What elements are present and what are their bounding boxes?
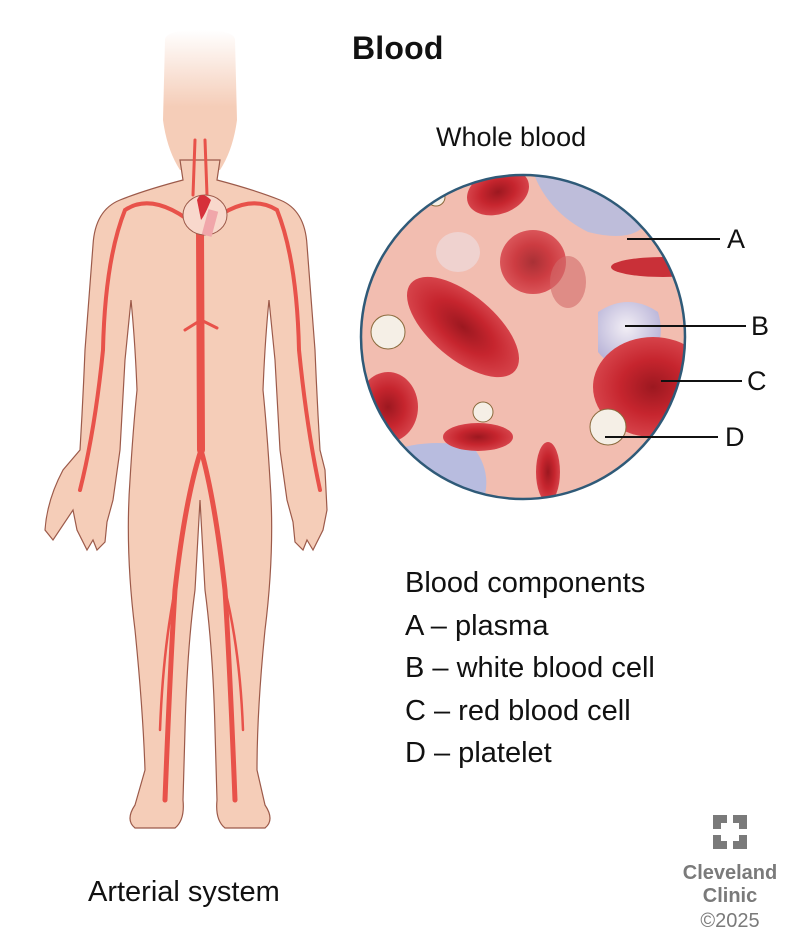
body-silhouette <box>44 30 328 829</box>
legend-item-red-blood-cell: C – red blood cell <box>405 694 631 727</box>
diagram-title: Blood <box>352 30 444 66</box>
logo-name-line2: Clinic <box>702 885 758 907</box>
whole-blood-title: Whole blood <box>436 122 587 152</box>
blood-components-legend: Blood components A – plasma B – white bl… <box>405 562 655 775</box>
legend-item-platelet: D – platelet <box>405 737 552 769</box>
arterial-system-caption: Arterial system <box>88 876 280 908</box>
cleveland-clinic-cross-icon <box>713 815 747 849</box>
legend-item-white-blood-cell: B – white blood cell <box>405 652 655 684</box>
arterial-system-illustration <box>44 30 328 829</box>
legend-heading: Blood components <box>405 567 646 599</box>
callout-b: B <box>751 311 770 341</box>
callout-c: C <box>747 366 767 396</box>
callout-d: D <box>725 422 745 452</box>
cleveland-clinic-logo: Cleveland Clinic ©2025 <box>670 815 790 934</box>
logo-name-line1: Cleveland <box>682 862 778 884</box>
arteries <box>78 138 322 803</box>
copyright: ©2025 <box>700 910 760 932</box>
callout-a: A <box>727 224 746 254</box>
whole-blood-magnified-view <box>359 173 687 501</box>
legend-item-plasma: A – plasma <box>405 609 549 642</box>
